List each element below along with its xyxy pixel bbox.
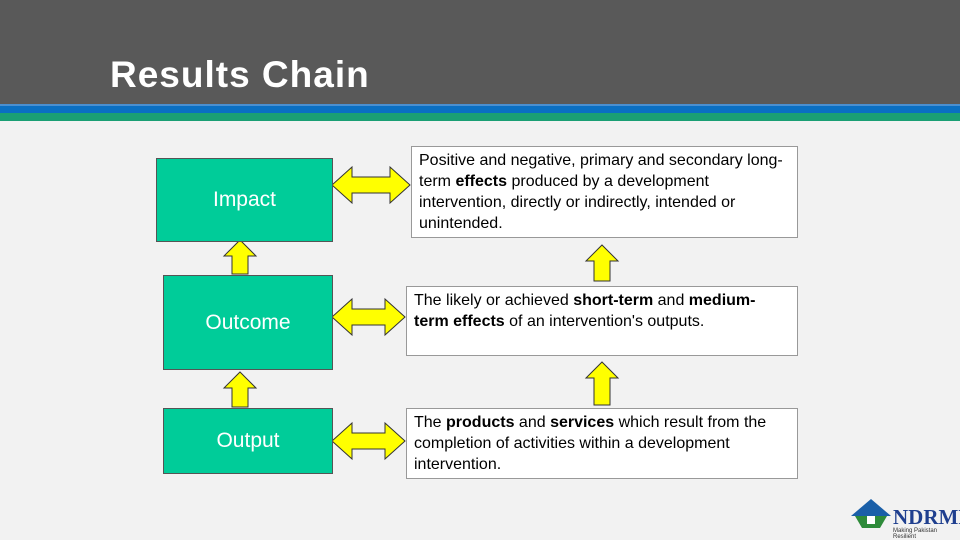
double-arrow-output (331, 421, 406, 461)
logo-name: NDRMF (893, 505, 960, 529)
header-bar (0, 0, 960, 104)
description-text: Positive and negative, primary and secon… (419, 152, 783, 190)
green-stripe (0, 113, 960, 121)
outcome-box: Outcome (163, 275, 333, 370)
up-arrow-desc-impact (584, 244, 620, 282)
description-text: produced by a development intervention, … (419, 173, 736, 232)
up-arrow-desc-outcome (584, 361, 620, 406)
double-arrow-impact (331, 165, 411, 205)
description-text: products (446, 414, 515, 431)
outcome-description: The likely or achieved short-term and me… (406, 286, 798, 356)
description-text: services (550, 414, 615, 431)
blue-stripe (0, 104, 960, 114)
description-text: and (514, 414, 551, 431)
description-text: medium-term effects (414, 292, 756, 330)
ndrmf-logo-icon (851, 499, 891, 528)
description-text: and (653, 292, 689, 309)
impact-description: Positive and negative, primary and secon… (411, 146, 798, 238)
impact-box: Impact (156, 158, 333, 242)
description-text: effects (455, 173, 508, 190)
up-arrow-output-outcome (222, 371, 258, 408)
description-text: The likely or achieved (414, 292, 574, 309)
slide-title: Results Chain (110, 54, 370, 95)
logo-tagline: Making Pakistan Resilient (893, 528, 938, 540)
output-description: The products and services which result f… (406, 408, 798, 479)
description-text: of an intervention's outputs. (504, 313, 705, 330)
double-arrow-outcome (331, 297, 406, 337)
description-text: which result from the completion of acti… (414, 414, 767, 473)
description-text: The (414, 414, 447, 431)
up-arrow-outcome-impact (222, 239, 258, 275)
output-box: Output (163, 408, 333, 474)
description-text: short-term (573, 292, 654, 309)
